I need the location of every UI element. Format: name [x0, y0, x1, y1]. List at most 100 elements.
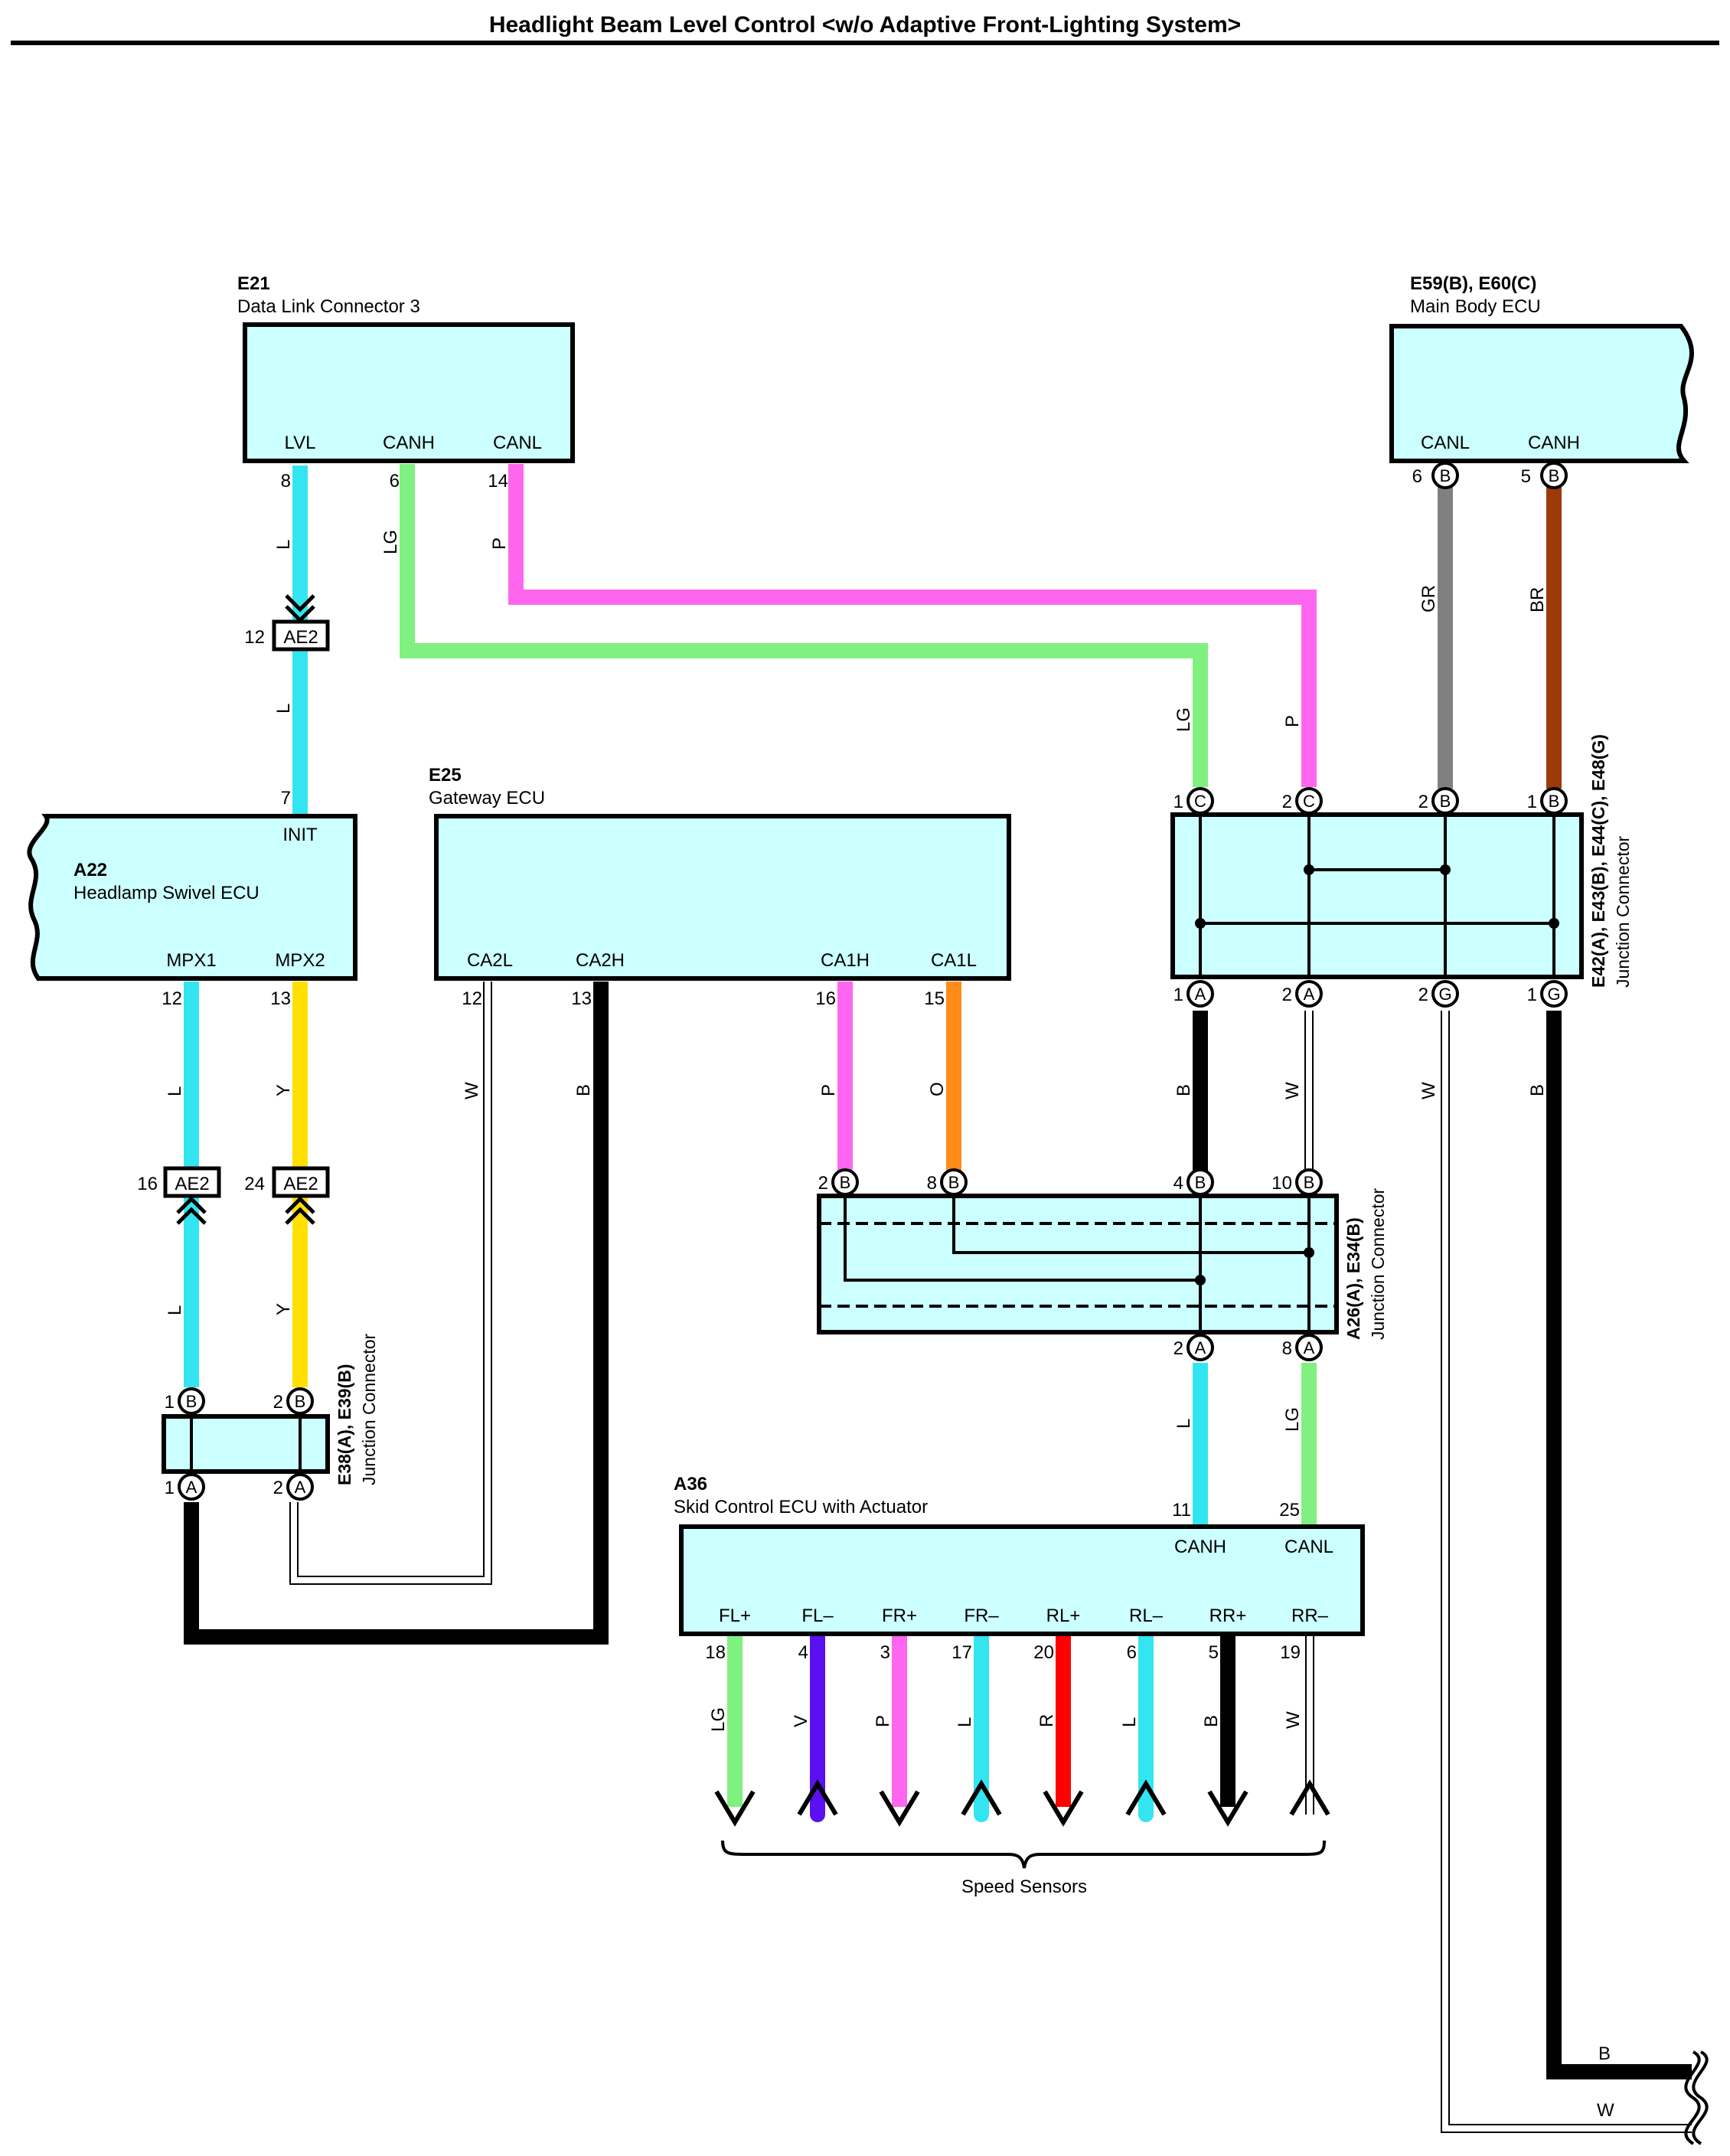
a36-bottom-pin-number: 18: [705, 1642, 726, 1663]
a22-pinnum-7: 7: [281, 788, 291, 808]
jc2-box: [817, 1194, 1339, 1334]
code-lvl-upper: L: [273, 540, 294, 550]
inline-connector-ae2-c: AE2 24: [244, 1166, 330, 1225]
terminal-number: 2: [273, 1392, 283, 1413]
wire-code-labels: L L LG P LG P GR BR L Y L Y W B P O B W …: [165, 530, 1614, 2121]
code-ca2h: B: [573, 1084, 594, 1096]
arrow-up-icon: [1125, 1779, 1167, 1816]
wire-canl-dlc: [508, 464, 1317, 787]
jc3-label: E38(A), E39(B): [335, 1364, 354, 1485]
code-canh-dlc: LG: [380, 530, 401, 554]
terminal-letter: B: [295, 1392, 306, 1411]
code-rl-minus: L: [1119, 1717, 1140, 1727]
terminal-circle: [1295, 1168, 1323, 1196]
a22-box: [27, 814, 357, 981]
e59-letter-6: B: [1440, 466, 1451, 485]
e25-pinnum-13: 13: [571, 988, 592, 1009]
code-jc1-g2: W: [1418, 1082, 1439, 1099]
terminal-circle: [1295, 787, 1323, 815]
terminal-circle: [178, 1387, 205, 1415]
terminal-circle: [1187, 1334, 1214, 1361]
terminal-number: 4: [1173, 1173, 1183, 1194]
a36-bottom-pin-name: RR–: [1291, 1606, 1329, 1626]
terminal-number: 1: [1527, 985, 1537, 1005]
terminal-circle: [1431, 787, 1459, 815]
e59-pinnum-6: 6: [1412, 466, 1422, 487]
arrow-down-icon: [1207, 1790, 1249, 1827]
code-rr-minus: W: [1283, 1711, 1304, 1729]
terminal-circle: [286, 1387, 314, 1415]
terminal-letter: B: [948, 1173, 960, 1192]
terminal-circle: [1187, 787, 1214, 815]
terminal-number: 10: [1271, 1173, 1292, 1194]
jc2-label: A26(A), E34(B): [1343, 1217, 1363, 1340]
jc1-box: [1170, 812, 1584, 979]
terminal-letter: A: [295, 1478, 306, 1497]
a36-bottom-pin-name: RL+: [1046, 1606, 1081, 1626]
jc3-sublabel: Junction Connector: [359, 1333, 379, 1485]
wire-canh-dlc: [400, 464, 1208, 787]
jc2-splice: [1304, 1247, 1314, 1258]
e21-id: E21: [237, 273, 270, 294]
a36-bottom-pin-name: FR+: [882, 1606, 917, 1626]
terminal-number: 8: [1282, 1338, 1292, 1359]
e59-letter-5: B: [1549, 466, 1560, 485]
arrow-up-icon: [797, 1779, 838, 1816]
terminal-letter: A: [186, 1478, 197, 1497]
terminal-circle: [1187, 1168, 1214, 1196]
e21-box: [243, 322, 575, 463]
a22-pinnum-12: 12: [162, 988, 182, 1009]
e21-pin-canh: CANH: [383, 433, 435, 453]
jc1-label: E42(A), E43(B), E44(C), E48(G): [1588, 734, 1608, 988]
terminal-letter: G: [1547, 985, 1560, 1004]
code-lvl-lower: L: [273, 704, 294, 714]
e25-name: Gateway ECU: [429, 788, 545, 808]
a36-bottom-pin-number: 3: [880, 1642, 890, 1663]
jc1-splice: [1304, 864, 1314, 875]
ae2-b-arrow: [176, 1196, 207, 1225]
a36-bottom-pin-name: FR–: [964, 1606, 999, 1626]
arrow-down-icon: [879, 1790, 920, 1827]
terminal-letter: A: [1304, 985, 1315, 1004]
terminal-number: 1: [1173, 792, 1183, 812]
code-ground-b: B: [1598, 2043, 1611, 2064]
terminal-circle: [940, 1168, 968, 1196]
wire-jc1-g2-inner: [1442, 1011, 1692, 2132]
ae2-c-box: [272, 1166, 330, 1198]
terminal-number: 2: [1282, 792, 1292, 812]
a22-pin-init: INIT: [282, 825, 318, 845]
terminal-number: 1: [165, 1478, 175, 1498]
terminal-letter: G: [1438, 985, 1451, 1004]
terminal-letter: A: [1195, 985, 1206, 1004]
jc2-sublabel: Junction Connector: [1368, 1187, 1388, 1340]
code-fr-minus: L: [955, 1717, 975, 1727]
a36-bottom-pin-number: 6: [1127, 1642, 1137, 1663]
junction-jc3: E38(A), E39(B) Junction Connector: [162, 1333, 379, 1485]
a22-pinnum-13: 13: [270, 988, 291, 1009]
component-a22: A22 Headlamp Swivel ECU INIT MPX1 MPX2 7…: [27, 788, 357, 1009]
terminal-letter: B: [186, 1392, 197, 1411]
e25-pin-ca2h: CA2H: [576, 950, 625, 971]
page-title: Headlight Beam Level Control <w/o Adapti…: [489, 12, 1241, 38]
a36-id: A36: [674, 1474, 707, 1494]
e21-pinnum-6: 6: [390, 471, 400, 492]
code-fr-plus: P: [873, 1715, 893, 1727]
e59-terminal-6: [1431, 462, 1459, 489]
ground-break-mark: [1684, 2050, 1701, 2145]
a36-pin-canh: CANH: [1174, 1537, 1226, 1557]
inline-connector-ae2-b: AE2 16: [137, 1166, 221, 1225]
speed-sensors-brace: [721, 1840, 1326, 1869]
wire-jc1-g2: [1441, 1011, 1692, 2133]
ae2-a-label: AE2: [283, 627, 318, 648]
terminal-number: 1: [1527, 792, 1537, 812]
code-ca1h: P: [818, 1084, 839, 1096]
ae2-c-label: AE2: [283, 1174, 318, 1194]
code-rr-plus: B: [1201, 1715, 1222, 1727]
terminal-circle: [178, 1473, 205, 1501]
terminal-circle: [1295, 980, 1323, 1008]
a36-bottom-pin-number: 19: [1280, 1642, 1301, 1663]
junction-jc2: A26(A), E34(B) Junction Connector: [817, 1187, 1388, 1340]
a36-bottom-pin-number: 5: [1209, 1642, 1219, 1663]
code-mpx1-upper: L: [165, 1086, 185, 1096]
